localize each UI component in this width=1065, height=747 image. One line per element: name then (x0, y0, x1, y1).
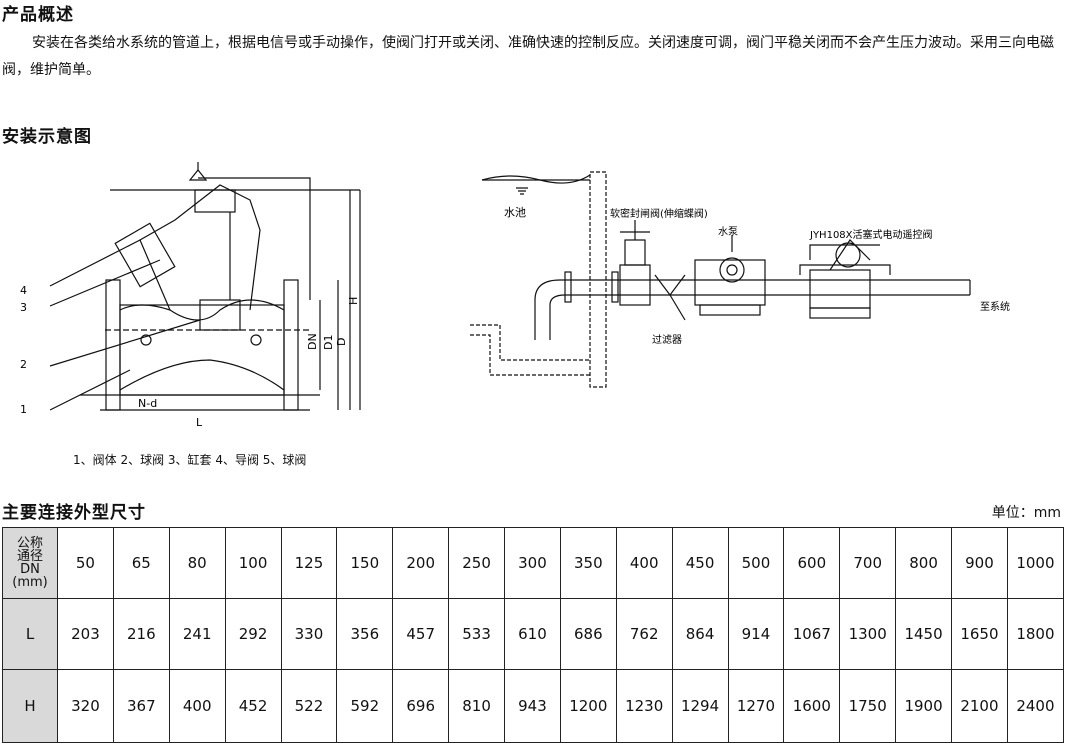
dn-cell: 900 (951, 527, 1008, 599)
valve-part-4: 4 (20, 284, 27, 297)
table-row: H 320 367 400 452 522 592 696 810 943 12… (2, 669, 1065, 743)
valve-part-1: 1 (20, 403, 27, 416)
h-cell: 2100 (951, 669, 1008, 743)
l-cell: 292 (224, 598, 282, 670)
valve-part-2: 2 (20, 358, 27, 371)
l-cell: 610 (504, 598, 561, 670)
h-cell: 943 (504, 669, 561, 743)
h-cell: 810 (448, 669, 505, 743)
valve-dim-nd: N-d (138, 397, 157, 410)
h-cell: 1900 (895, 669, 952, 743)
header-line: 通径 (16, 549, 43, 564)
l-cell: 457 (392, 598, 450, 670)
dimensions-title: 主要连接外型尺寸 (2, 503, 146, 523)
overview-text: 安装在各类给水系统的管道上，根据电信号或手动操作，使阀门打开或关闭、准确快速的控… (2, 30, 1062, 84)
dn-cell: 400 (615, 527, 673, 599)
gate-valve-label: 软密封闸阀(伸缩蝶阀) (610, 207, 708, 220)
h-cell: 1270 (727, 669, 785, 743)
header-line: DN (20, 562, 40, 577)
l-cell: 1067 (783, 598, 841, 670)
l-cell: 1450 (895, 598, 952, 670)
table-row: L 203 216 241 292 330 356 457 533 610 68… (2, 598, 1065, 670)
dn-cell: 250 (448, 527, 505, 599)
valve-parts-caption: 1、阀体 2、球阀 3、缸套 4、导阀 5、球阀 (73, 453, 307, 467)
dn-cell: 600 (783, 527, 841, 599)
dn-cell: 500 (727, 527, 785, 599)
header-line: 公称 (16, 536, 43, 551)
l-cell: 864 (671, 598, 729, 670)
valve-dim-d1: D1 (322, 335, 335, 350)
h-cell: 320 (57, 669, 114, 743)
l-cell: 533 (448, 598, 505, 670)
h-cell: 367 (112, 669, 170, 743)
valve-dim-l: L (196, 416, 203, 429)
l-cell: 203 (57, 598, 114, 670)
dn-cell: 450 (671, 527, 729, 599)
dn-cell: 800 (895, 527, 952, 599)
l-cell: 686 (559, 598, 617, 670)
h-cell: 1600 (783, 669, 841, 743)
valve-part-3: 3 (20, 301, 27, 314)
unit-label: 单位：mm (991, 505, 1061, 521)
h-cell: 1294 (671, 669, 729, 743)
dn-cell: 100 (224, 527, 282, 599)
row-label-h: H (2, 669, 58, 743)
pool-label: 水池 (504, 206, 526, 219)
h-cell: 696 (392, 669, 450, 743)
h-cell: 592 (336, 669, 394, 743)
l-cell: 762 (615, 598, 673, 670)
row-label-l: L (2, 598, 58, 670)
system-install-diagram: 水池 软密封闸阀(伸缩蝶阀) 水泵 JYH108X活塞式电动遥控阀 过滤器 至系… (470, 171, 1010, 388)
valve-dim-d: D (335, 338, 348, 346)
h-cell: 2400 (1006, 669, 1065, 743)
l-cell: 216 (112, 598, 170, 670)
l-cell: 356 (336, 598, 394, 670)
dn-cell: 50 (57, 527, 114, 599)
l-cell: 241 (168, 598, 226, 670)
dn-cell: 150 (336, 527, 394, 599)
dn-cell: 200 (392, 527, 450, 599)
dn-header: 公称 通径 DN (mm) (2, 527, 58, 599)
h-cell: 452 (224, 669, 282, 743)
install-title: 安装示意图 (2, 127, 92, 147)
filter-label: 过滤器 (652, 333, 682, 346)
header-line: (mm) (12, 575, 48, 590)
l-cell: 1800 (1006, 598, 1065, 670)
dn-cell: 65 (112, 527, 170, 599)
overview-title: 产品概述 (2, 5, 74, 25)
dn-cell: 125 (280, 527, 338, 599)
valve-dim-dn: DN (306, 333, 319, 350)
dimensions-table: 公称 通径 DN (mm) 50 65 80 100 125 150 200 2… (2, 527, 1065, 743)
dn-cell: 700 (839, 527, 897, 599)
dn-cell: 1000 (1006, 527, 1065, 599)
valve-section-diagram: 4 3 2 1 N-d L DN D1 D H (20, 162, 361, 429)
pump-label: 水泵 (718, 226, 738, 238)
h-cell: 400 (168, 669, 226, 743)
l-cell: 914 (727, 598, 785, 670)
table-row: 公称 通径 DN (mm) 50 65 80 100 125 150 200 2… (2, 527, 1065, 599)
dn-cell: 80 (168, 527, 226, 599)
l-cell: 1300 (839, 598, 897, 670)
overview-body: 安装在各类给水系统的管道上，根据电信号或手动操作，使阀门打开或关闭、准确快速的控… (2, 35, 1054, 78)
l-cell: 1650 (951, 598, 1008, 670)
h-cell: 522 (280, 669, 338, 743)
dn-cell: 350 (559, 527, 617, 599)
dn-cell: 300 (504, 527, 561, 599)
h-cell: 1200 (559, 669, 617, 743)
l-cell: 330 (280, 598, 338, 670)
to-system-label: 至系统 (980, 300, 1010, 313)
h-cell: 1230 (615, 669, 673, 743)
remote-valve-label: JYH108X活塞式电动遥控阀 (809, 228, 933, 241)
valve-dim-h: H (347, 297, 360, 305)
h-cell: 1750 (839, 669, 897, 743)
